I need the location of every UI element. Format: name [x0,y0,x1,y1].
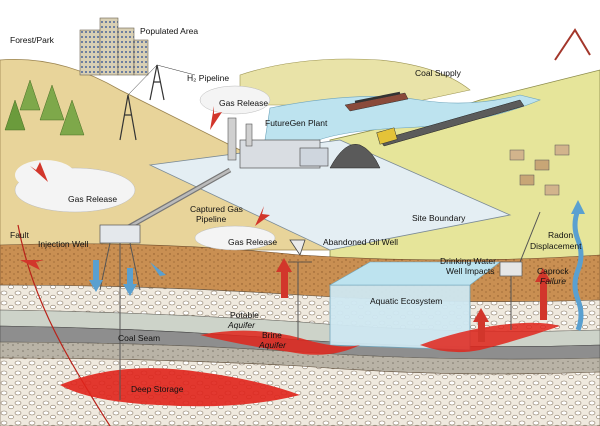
tree [19,79,41,111]
populated-area-city [79,17,149,76]
drinking-water-well [499,211,541,330]
red-arrow [30,162,48,182]
house [519,174,535,186]
label-brine-aquifer-2: Aquifer [258,340,287,350]
label-gas-release-left: Gas Release [68,194,117,204]
tower-2 [99,17,119,76]
label-gas-release-mid: Gas Release [228,237,277,247]
label-coal-seam: Coal Seam [118,333,160,343]
label-site-boundary: Site Boundary [412,213,466,223]
house [509,149,525,161]
blue-arrow [150,262,166,282]
futuregen-plant [227,117,381,169]
coal-transport [344,28,591,147]
label-drinking-water-1: Drinking Water [440,256,496,266]
forest-trees [4,79,85,136]
locomotive [376,127,398,145]
label-radon-1: Radon [548,230,573,240]
label-caprock-1: Caprock [537,266,569,276]
label-populated-area: Populated Area [140,26,198,36]
red-arrow [478,320,485,342]
red-arrow [210,106,222,130]
diagram-labels: Forest/Park Populated Area H₂ Pipeline C… [10,26,582,394]
pumpjack [288,239,312,263]
plant-tank [299,147,329,167]
red-arrow [281,270,288,298]
water-well-head [499,261,523,277]
label-fault: Fault [10,230,30,240]
label-injection-well: Injection Well [38,239,89,249]
tower-4 [133,39,149,76]
red-arrow [255,206,270,226]
label-captured-gas-pipeline-1: Captured Gas [190,204,243,214]
label-potable-aquifer-1: Potable [230,310,259,320]
blue-arrow [93,260,99,282]
red-gas-arrows [20,106,551,342]
label-radon-2: Displacement [530,241,582,251]
fault-line [17,224,111,426]
gas-cloud-top [199,85,271,115]
migrating-plume-1 [200,330,360,355]
crane [554,28,591,61]
abandoned-oil-well [288,239,312,340]
label-gas-release-top: Gas Release [219,98,268,108]
label-drinking-water-2: Well Impacts [446,266,495,276]
plant-stack [227,117,237,161]
label-captured-gas-pipeline-2: Pipeline [196,214,227,224]
well-head [99,224,141,244]
residential-houses [509,144,570,196]
tree [4,99,26,131]
label-coal-supply: Coal Supply [415,68,462,78]
blue-water-arrows [89,200,585,331]
house [554,144,570,156]
tree [59,99,85,136]
red-arrow [20,260,44,270]
migrating-plume-2 [420,322,560,353]
red-arrow [540,280,547,320]
tower-3 [117,27,135,76]
label-deep-storage: Deep Storage [131,384,184,394]
label-potable-aquifer-2: Aquifer [227,320,256,330]
house [534,159,550,171]
captured-gas-pipeline [118,167,232,235]
coal-train [379,99,525,147]
house [544,184,560,196]
label-abandoned-oil-well: Abandoned Oil Well [323,237,398,247]
label-forest-park: Forest/Park [10,35,55,45]
blue-arrow [127,268,133,286]
label-aquatic-ecosystem: Aquatic Ecosystem [370,296,442,306]
label-brine-aquifer-1: Brine [262,330,282,340]
coal-pile [329,144,381,169]
tree [39,84,65,121]
h2-pipeline-towers [119,64,196,141]
tower-1 [79,29,101,76]
label-futuregen-plant: FutureGen Plant [265,118,328,128]
label-caprock-2: Failure [540,276,566,286]
plant-stack [245,123,253,147]
gas-cloud-mid [194,225,276,251]
far-hill [239,58,471,106]
radon-squiggle [572,209,584,331]
label-h2-pipeline: H₂ Pipeline [187,73,229,83]
